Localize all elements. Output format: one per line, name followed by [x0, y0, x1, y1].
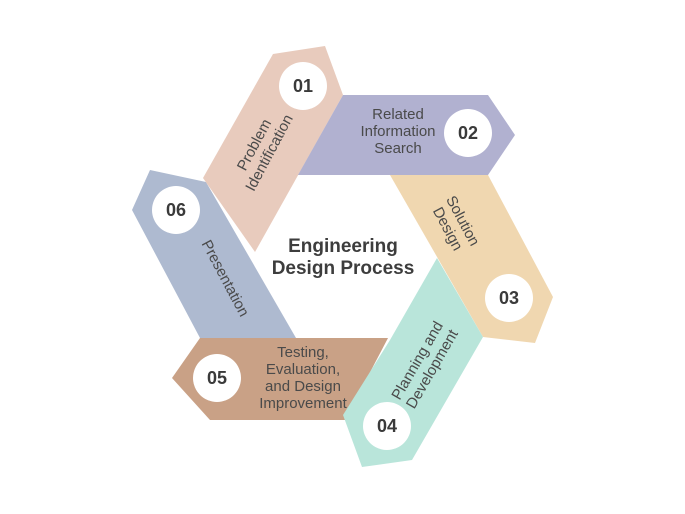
step-03-number: 03: [485, 274, 533, 322]
step-04-number: 04: [363, 402, 411, 450]
step-05-number: 05: [193, 354, 241, 402]
step-02-number: 02: [444, 109, 492, 157]
step-06-number: 06: [152, 186, 200, 234]
step-01-number: 01: [279, 62, 327, 110]
